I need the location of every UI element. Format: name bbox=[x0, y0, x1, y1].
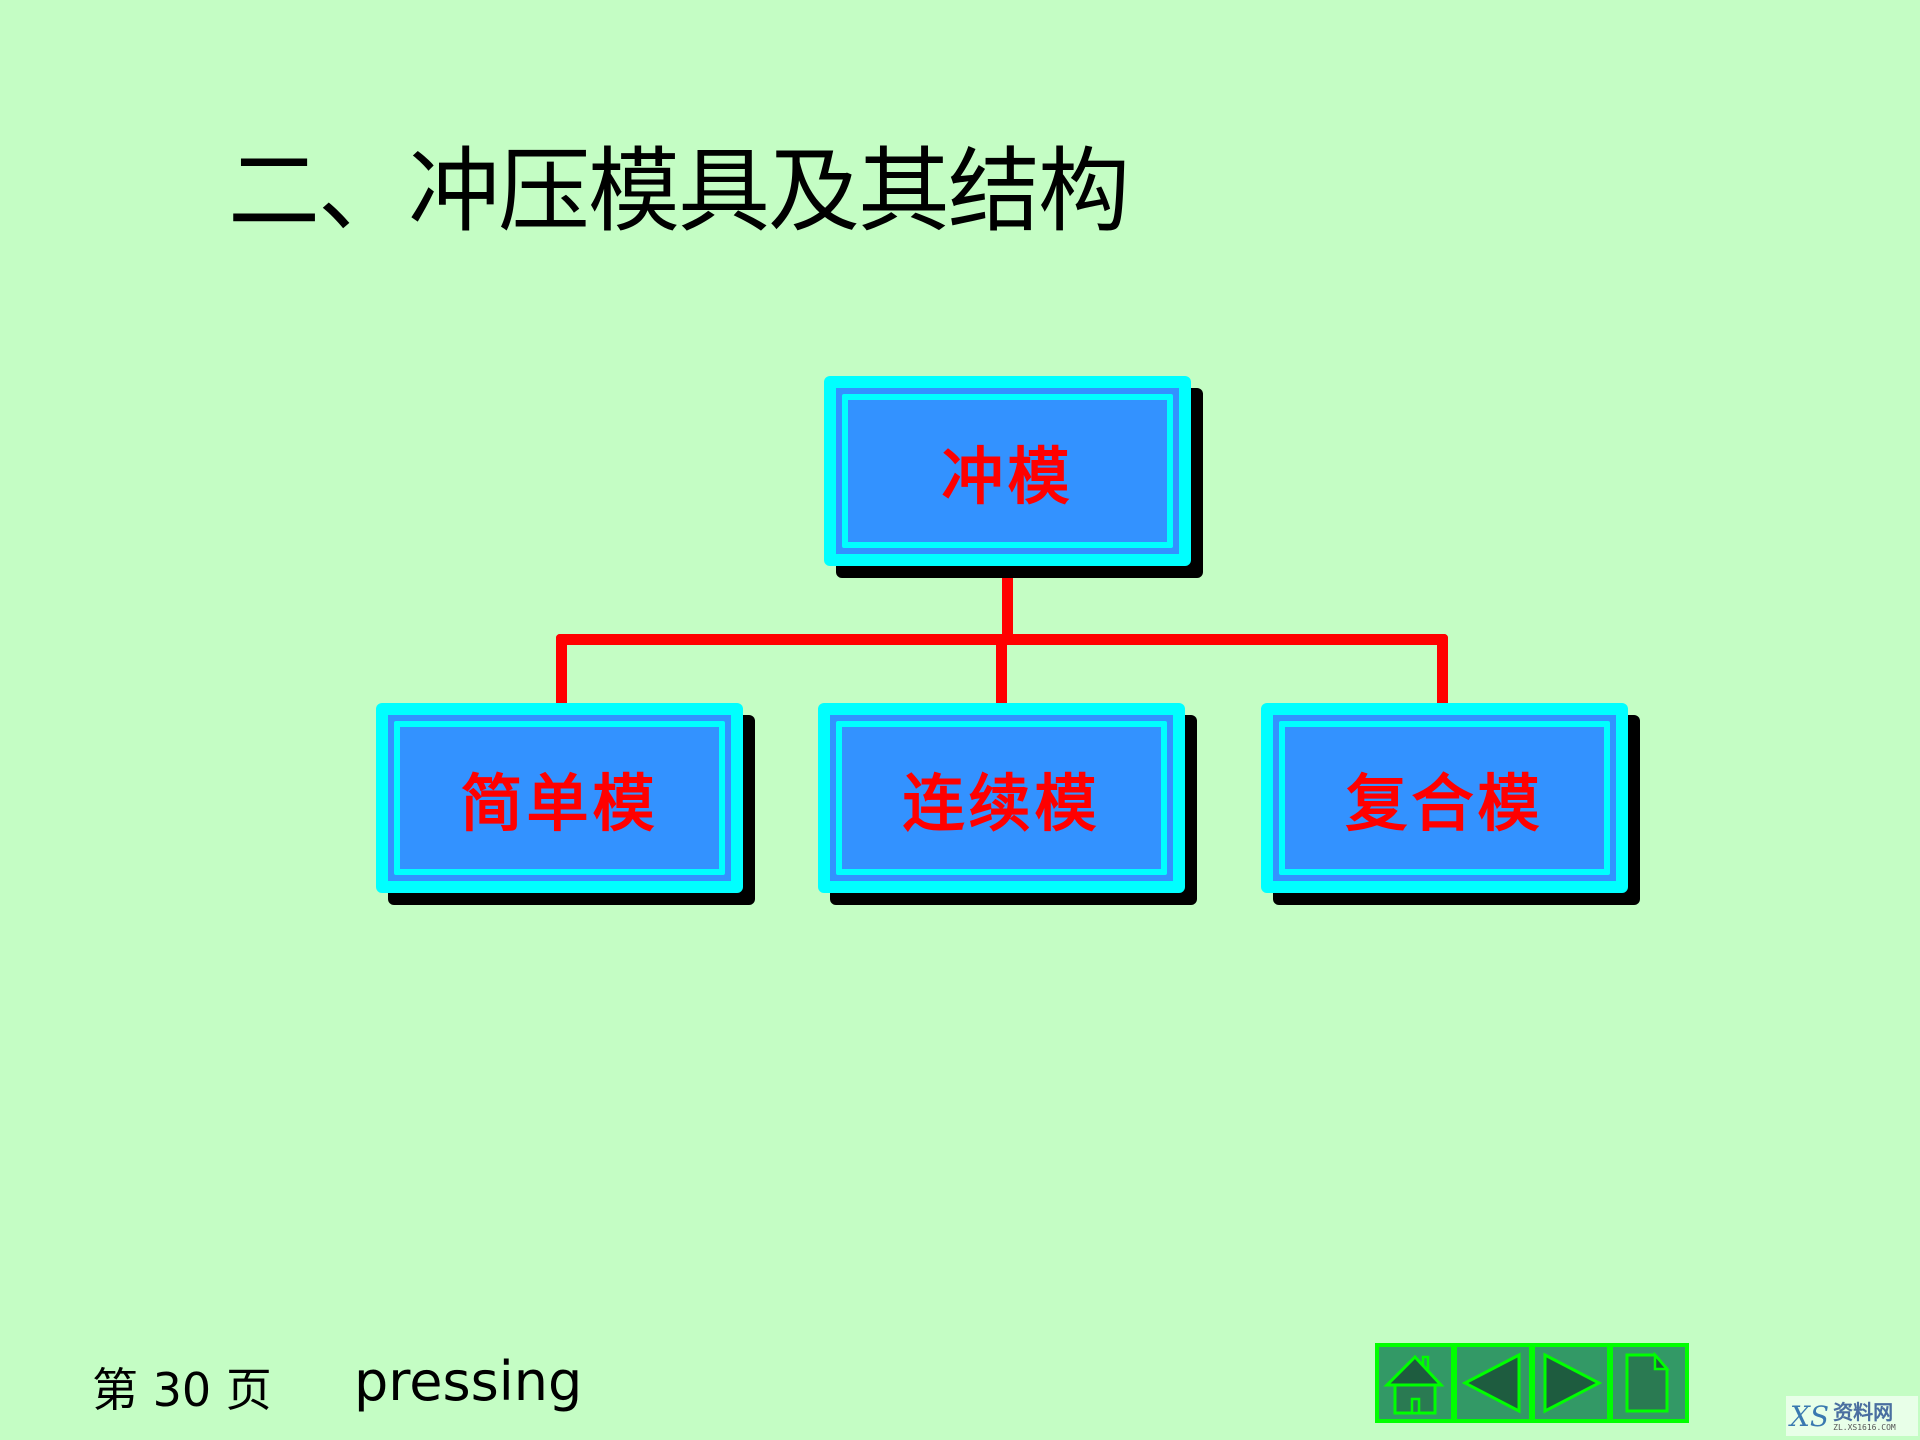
page-number: 第 30 页 bbox=[92, 1363, 272, 1417]
document-button[interactable] bbox=[1609, 1343, 1689, 1423]
connector-horizontal-bar bbox=[556, 634, 1448, 645]
node-compound-die: 复合模 bbox=[1261, 703, 1640, 905]
node-label: 冲模 bbox=[941, 440, 1074, 513]
connector-middle-drop bbox=[996, 640, 1007, 704]
node-label: 连续模 bbox=[902, 767, 1101, 840]
connector-left-drop bbox=[556, 634, 567, 704]
node-inner bbox=[836, 721, 1167, 875]
node-inner bbox=[1279, 721, 1610, 875]
watermark: XS 资料网 ZL.XS1616.COM bbox=[1786, 1396, 1918, 1436]
node-simple-die: 简单模 bbox=[376, 703, 755, 905]
previous-button[interactable] bbox=[1453, 1343, 1533, 1423]
connector-right-drop bbox=[1437, 634, 1448, 704]
node-label: 简单模 bbox=[460, 767, 659, 840]
watermark-logo: XS bbox=[1790, 1399, 1830, 1433]
triangle-left-icon bbox=[1461, 1352, 1521, 1414]
node-inner bbox=[842, 394, 1173, 548]
home-button[interactable] bbox=[1375, 1343, 1455, 1423]
watermark-text: 资料网 bbox=[1833, 1399, 1894, 1424]
watermark-url: ZL.XS1616.COM bbox=[1833, 1422, 1896, 1432]
home-icon bbox=[1383, 1354, 1445, 1415]
node-root: 冲模 bbox=[824, 376, 1203, 578]
node-label: 复合模 bbox=[1345, 767, 1544, 840]
footer-section-word: pressing bbox=[354, 1350, 583, 1413]
document-icon bbox=[1625, 1351, 1670, 1413]
next-button[interactable] bbox=[1531, 1343, 1611, 1423]
triangle-right-icon bbox=[1543, 1352, 1603, 1414]
slide-title: 二、冲压模具及其结构 bbox=[228, 138, 1130, 245]
connector-root-stem bbox=[1002, 566, 1013, 640]
node-inner bbox=[394, 721, 725, 875]
node-progressive-die: 连续模 bbox=[818, 703, 1197, 905]
